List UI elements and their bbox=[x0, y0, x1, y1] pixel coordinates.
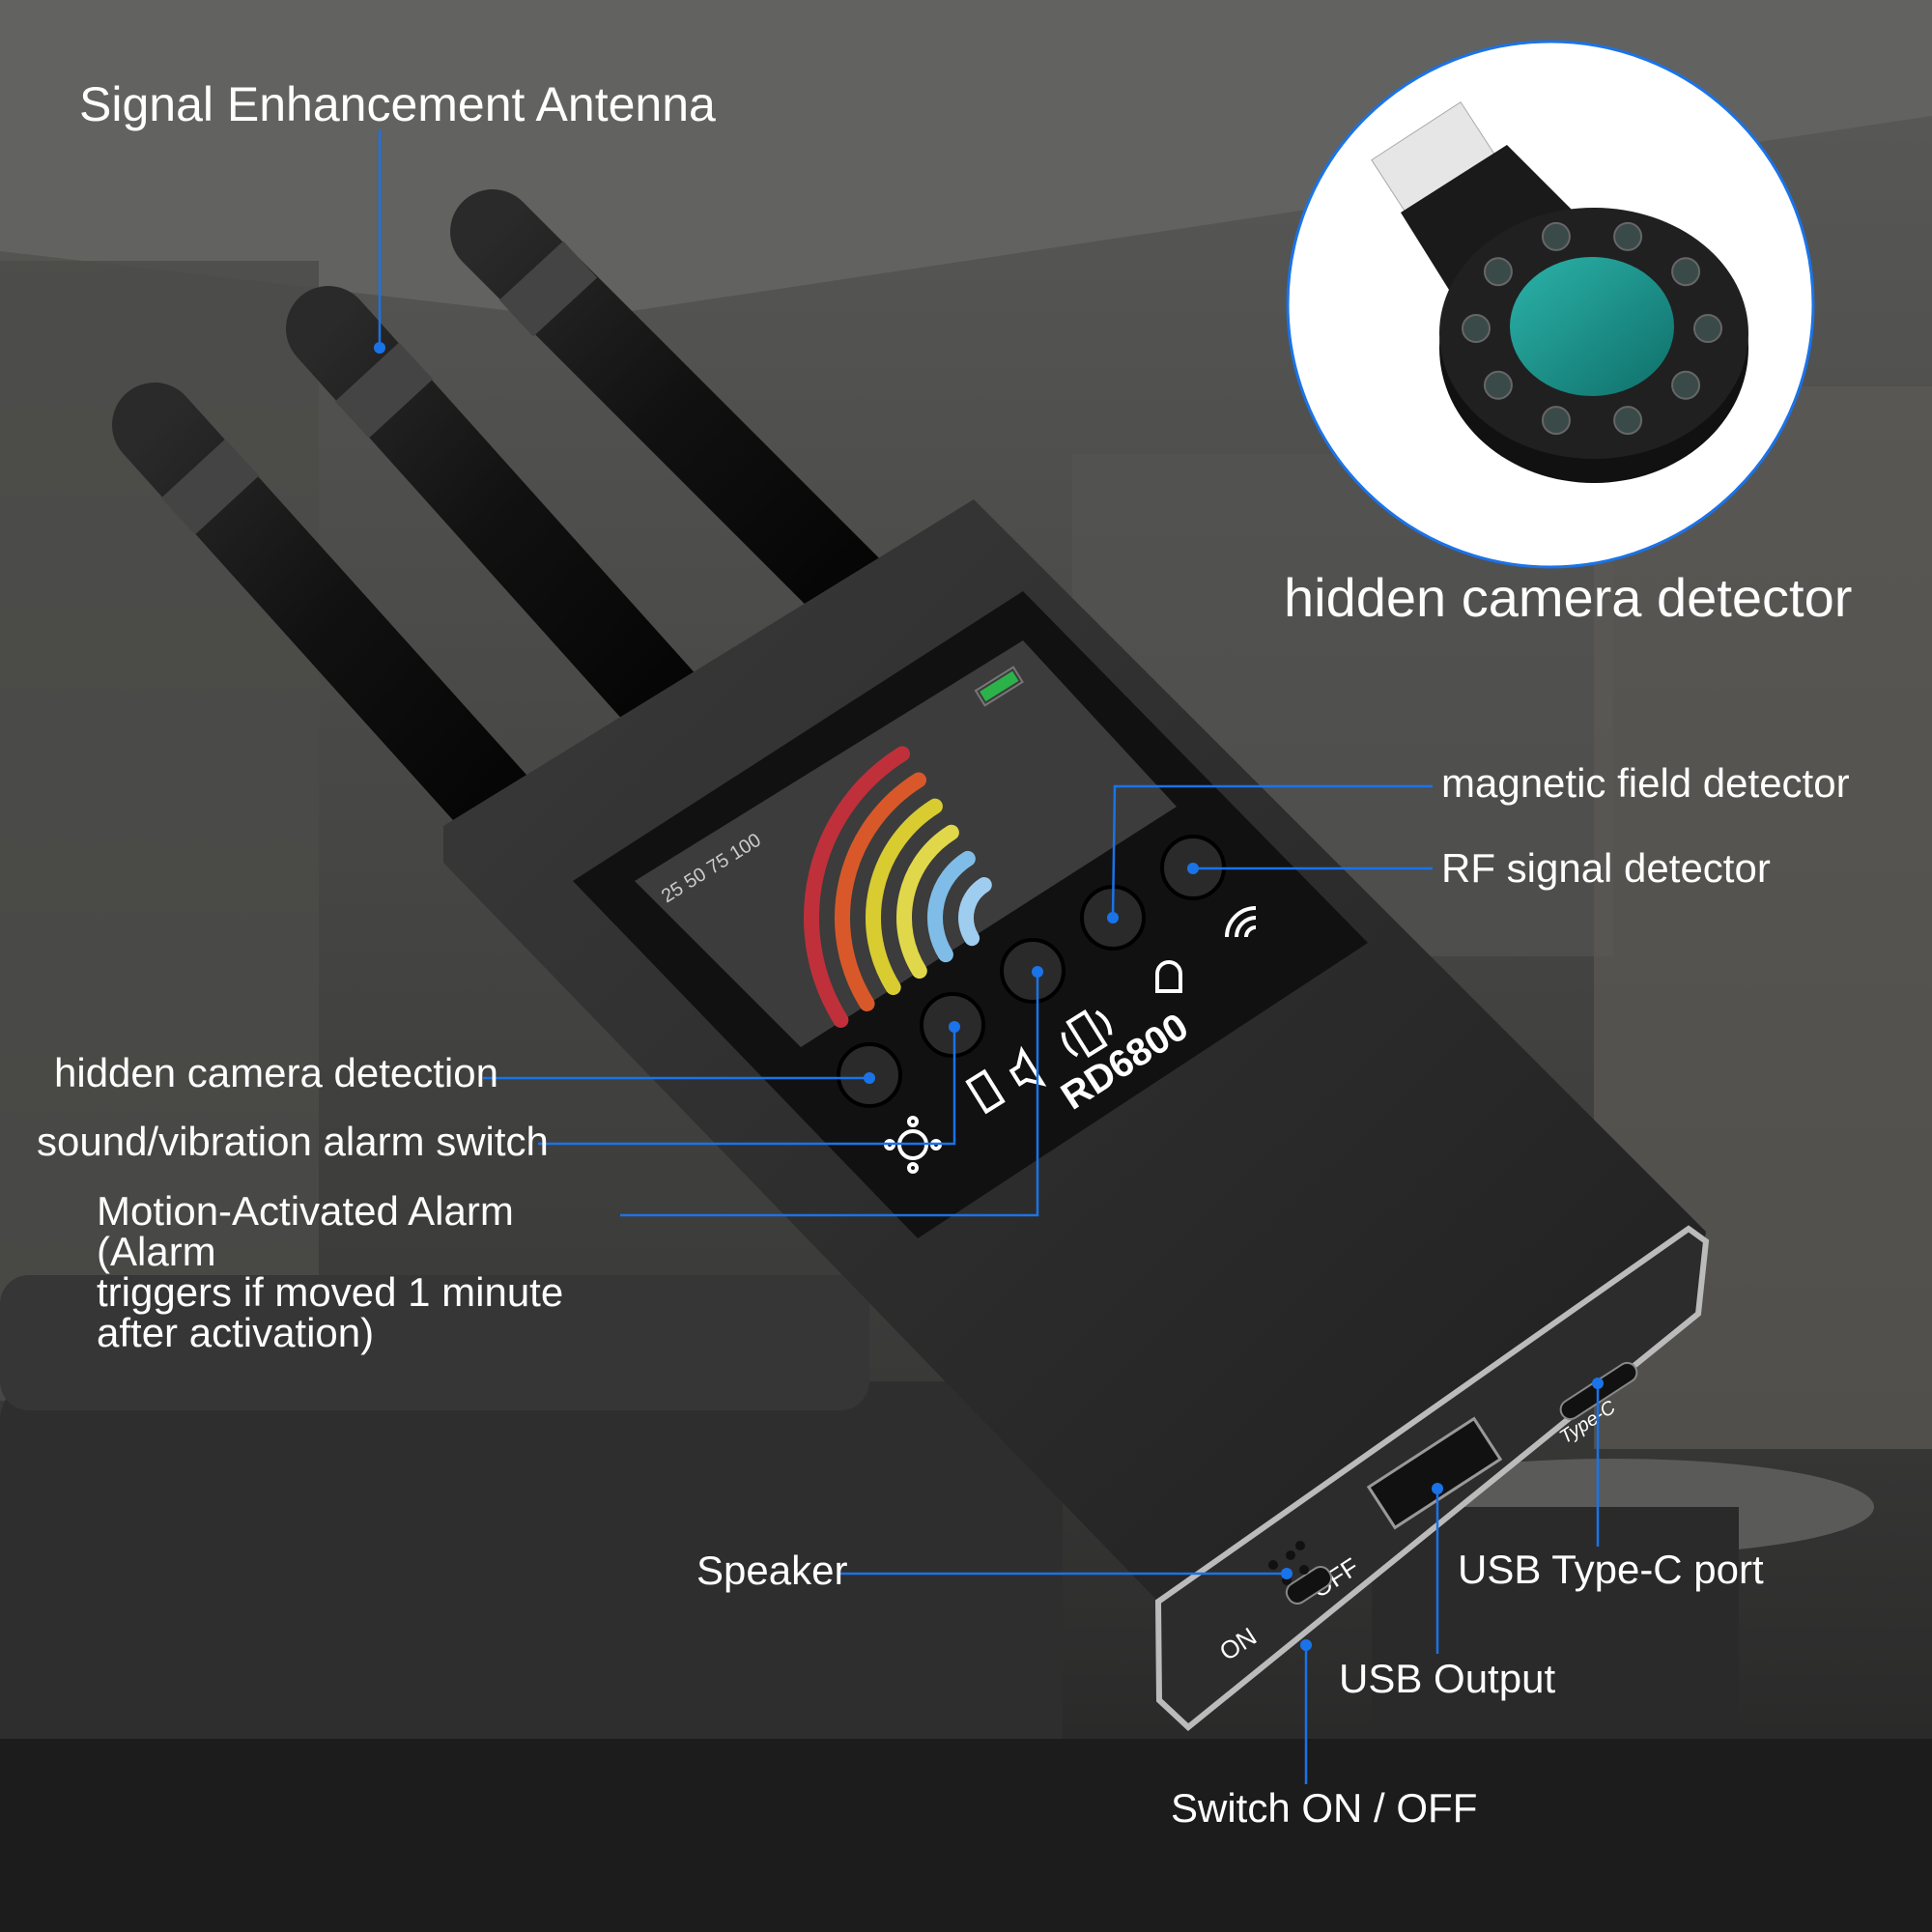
vibration-icon bbox=[965, 1068, 1006, 1115]
signal-arc bbox=[896, 824, 959, 980]
ir-led bbox=[1613, 221, 1643, 251]
battery-icon bbox=[974, 666, 1024, 707]
detector-device: 25 50 75 100 RD6800 ON OFF Type-C bbox=[443, 499, 1710, 1731]
ir-led bbox=[1613, 406, 1643, 436]
sofa bbox=[0, 1381, 1063, 1787]
magnetic-alarm-icon bbox=[1155, 960, 1182, 993]
switch-label: Switch ON / OFF bbox=[1171, 1785, 1478, 1831]
ir-led bbox=[1671, 370, 1701, 400]
speaker-icon bbox=[1009, 1045, 1047, 1087]
ir-led bbox=[1671, 257, 1701, 287]
motion-alarm-label: Motion-Activated Alarm (Alarm triggers i… bbox=[97, 1191, 638, 1353]
motion-line-1: Motion-Activated Alarm (Alarm bbox=[97, 1188, 514, 1274]
ir-led bbox=[1462, 314, 1491, 343]
ir-led bbox=[1541, 221, 1571, 251]
lcd-screen bbox=[635, 640, 1177, 1047]
signal-arcs bbox=[804, 746, 992, 1028]
sofa-back bbox=[0, 1275, 869, 1410]
magnetic-label: magnetic field detector bbox=[1441, 760, 1850, 806]
signal-arc bbox=[835, 772, 926, 1012]
signal-arc bbox=[958, 877, 992, 947]
speaker-label: Speaker bbox=[696, 1548, 848, 1593]
antenna-label: Signal Enhancement Antenna bbox=[79, 77, 716, 131]
antenna-ring bbox=[334, 342, 434, 439]
usb-output-port[interactable] bbox=[1366, 1416, 1503, 1530]
antennas bbox=[112, 189, 893, 854]
ir-led bbox=[1693, 314, 1722, 343]
motion-alarm-icon bbox=[1061, 1009, 1113, 1059]
camera-detector-label: hidden camera detector bbox=[1284, 567, 1853, 628]
usb-output-label: USB Output bbox=[1339, 1656, 1556, 1701]
alarm-switch-label: sound/vibration alarm switch bbox=[37, 1119, 549, 1164]
callout-dots bbox=[374, 342, 1604, 1651]
ir-led bbox=[1483, 370, 1513, 400]
motion-line-3: after activation) bbox=[97, 1310, 375, 1355]
power-switch[interactable] bbox=[1283, 1563, 1335, 1607]
signal-arc bbox=[866, 798, 943, 996]
signal-arc bbox=[804, 746, 911, 1028]
ir-led bbox=[1483, 257, 1513, 287]
ir-led bbox=[1541, 406, 1571, 436]
rug bbox=[0, 1739, 1932, 1932]
rf-label: RF signal detector bbox=[1441, 845, 1771, 891]
motion-line-2: triggers if moved 1 minute bbox=[97, 1269, 564, 1315]
camera-detection-label: hidden camera detection bbox=[54, 1050, 498, 1095]
lens bbox=[1510, 257, 1674, 396]
callout-lines bbox=[378, 129, 1600, 1784]
antenna-ring bbox=[498, 241, 598, 337]
signal-arc bbox=[927, 850, 976, 963]
antenna-ring bbox=[160, 439, 260, 535]
rf-signal-icon bbox=[1225, 906, 1257, 938]
typec-port-label: USB Type-C port bbox=[1458, 1547, 1764, 1592]
camera-detector-inset bbox=[1286, 40, 1815, 569]
